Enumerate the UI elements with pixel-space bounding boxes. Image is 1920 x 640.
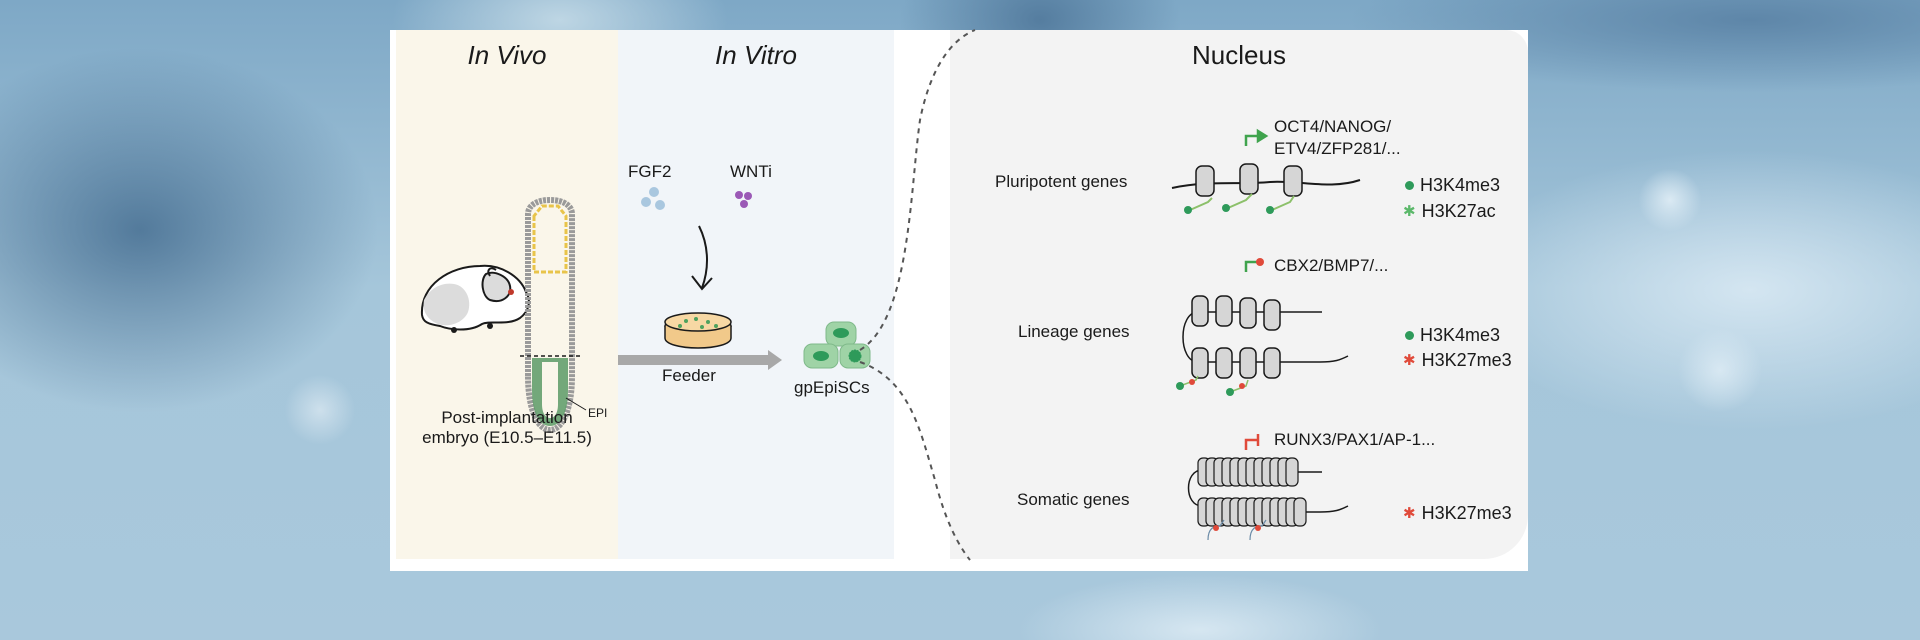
somatic-chromatin-icon	[1187, 434, 1349, 541]
active-transcription-arrow-icon	[1244, 128, 1269, 146]
legend-h3k4me3: H3K4me3	[1405, 175, 1500, 196]
epi-label: EPI	[588, 406, 608, 420]
gpepiscs-label: gpEpiSCs	[794, 378, 870, 397]
pluripotent-genes-line1: OCT4/NANOG/	[1274, 117, 1392, 136]
row-category-somatic: Somatic genes	[1017, 490, 1130, 509]
fgf2-label: FGF2	[628, 162, 672, 181]
red-star-icon: ✱	[1403, 352, 1416, 369]
pluripotent-genes-list: OCT4/NANOG/ ETV4/ZFP281/...	[1274, 116, 1401, 160]
red-star-icon: ✱	[1403, 505, 1416, 522]
pluripotent-genes-line2: ETV4/ZFP281/...	[1274, 139, 1401, 158]
lineage-genes-list: CBX2/BMP7/...	[1274, 256, 1389, 275]
row-category-lineage: Lineage genes	[1018, 322, 1130, 341]
in-vitro-panel	[618, 30, 894, 559]
petri-dish-icon	[664, 312, 732, 349]
feeder-arrow-icon	[618, 350, 782, 370]
wnti-molecules-icon	[735, 191, 752, 208]
legend-label: H3K4me3	[1420, 175, 1501, 195]
embryo-illustration	[520, 196, 587, 434]
fgf2-molecules-icon	[641, 187, 665, 210]
legend-h3k27ac: ✱ H3K27ac	[1403, 201, 1496, 222]
green-dot-icon	[1405, 331, 1414, 340]
epiblast-stem-cells-icon	[803, 321, 871, 369]
nucleosome	[1293, 497, 1307, 527]
wnti-label: WNTi	[730, 162, 772, 181]
legend-h3k27me3: ✱ H3K27me3	[1403, 350, 1512, 371]
guinea-pig-icon	[420, 264, 530, 333]
nucleosome	[1285, 457, 1299, 487]
legend-label: H3K27ac	[1421, 201, 1496, 221]
figure: In Vivo In Vitro Nucleus	[390, 29, 1528, 571]
lineage-chromatin-icon	[1176, 258, 1349, 396]
bivalent-poised-arrow-icon	[1244, 258, 1264, 272]
arrow-down-icon	[691, 225, 713, 291]
green-dot-icon	[1405, 181, 1414, 190]
green-star-icon: ✱	[1403, 203, 1416, 220]
legend-h3k4me3: H3K4me3	[1405, 325, 1500, 346]
legend-label: H3K27me3	[1421, 503, 1512, 523]
in-vivo-title: In Vivo	[467, 40, 547, 70]
pluripotent-chromatin-icon	[1171, 128, 1361, 214]
embryo-label-line2: embryo (E10.5–E11.5)	[422, 428, 592, 447]
legend-label: H3K4me3	[1420, 325, 1501, 345]
embryo-label-line1: Post-implantation	[441, 408, 573, 427]
illustration-layer	[420, 29, 1361, 561]
feeder-label: Feeder	[662, 366, 716, 385]
nucleus-title: Nucleus	[1192, 40, 1286, 70]
somatic-genes-list: RUNX3/PAX1/AP-1...	[1274, 430, 1436, 449]
zoom-connector-lines	[859, 29, 976, 561]
in-vitro-title: In Vitro	[715, 40, 797, 70]
row-category-pluripotent: Pluripotent genes	[995, 172, 1128, 191]
embryo-label: Post-implantation embryo (E10.5–E11.5)	[396, 408, 618, 448]
repressed-transcription-icon	[1244, 434, 1260, 450]
legend-label: H3K27me3	[1421, 350, 1512, 370]
legend-h3k27me3: ✱ H3K27me3	[1403, 503, 1512, 524]
